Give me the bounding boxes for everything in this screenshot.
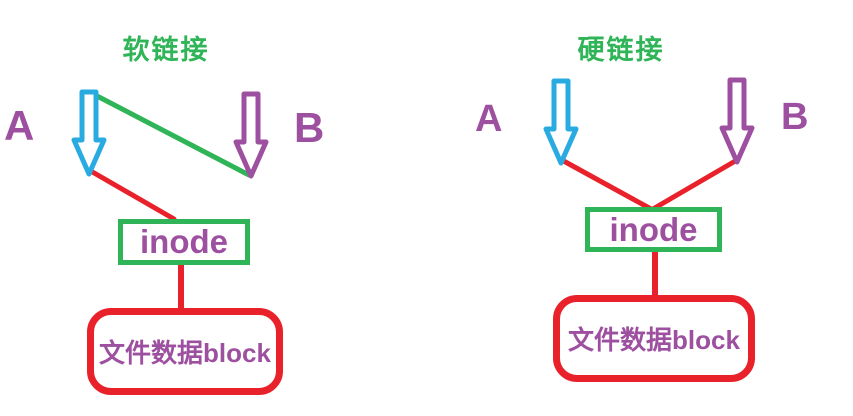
soft-file-a-label: A [4, 102, 35, 149]
soft-inode-box: inode [118, 219, 250, 265]
soft-link-title: 软链接 [122, 35, 210, 65]
hard-link-title: 硬链接 [577, 35, 665, 65]
down-arrow-icon [71, 89, 107, 177]
down-arrow-icon [543, 78, 579, 166]
down-arrow-icon [233, 91, 269, 179]
hard-b-to-inode-line [650, 157, 740, 212]
hard-a-to-inode-line [557, 156, 654, 212]
soft-a-to-inode-line [86, 167, 177, 222]
soft-link-green-line [94, 93, 252, 178]
down-arrow-icon [719, 77, 755, 165]
hard-data-block-box: 文件数据block [553, 295, 755, 382]
soft-file-b-label: B [294, 104, 325, 151]
soft-data-block-box: 文件数据block [87, 308, 283, 395]
hard-file-b-label: B [781, 96, 809, 138]
hard-file-a-label: A [475, 98, 503, 140]
hard-inode-box: inode [585, 207, 722, 252]
